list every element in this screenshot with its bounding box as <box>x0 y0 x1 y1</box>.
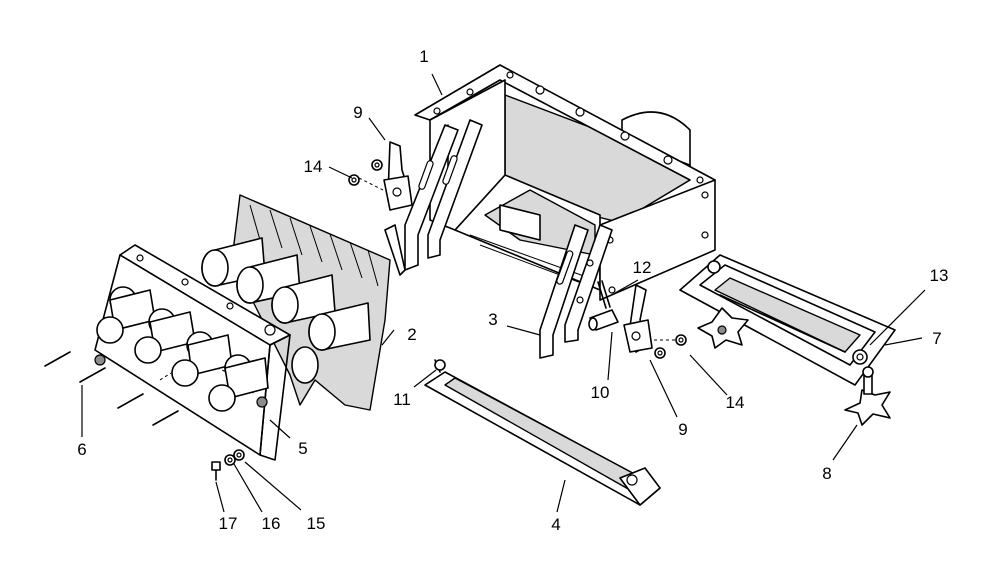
callout-7: 7 <box>932 329 941 348</box>
housing-part <box>414 64 716 301</box>
pin-part <box>597 280 611 309</box>
callout-12: 12 <box>633 258 652 277</box>
callout-16: 16 <box>262 514 281 533</box>
callout-6: 6 <box>77 440 86 459</box>
callout-9-lower: 9 <box>678 420 687 439</box>
callout-14-left: 14 <box>304 157 323 176</box>
callout-15: 15 <box>307 514 326 533</box>
callout-5: 5 <box>298 439 307 458</box>
callout-3: 3 <box>488 310 497 329</box>
roller-part <box>588 309 619 331</box>
pin-set-part <box>44 351 179 426</box>
nut-part <box>348 159 687 359</box>
star-knob-part <box>697 307 891 426</box>
callout-2: 2 <box>407 325 416 344</box>
cone-manifold-part <box>201 194 391 411</box>
callout-4: 4 <box>551 515 560 534</box>
side-bracket-part <box>384 119 613 359</box>
callout-labels: 1 2 3 4 5 6 7 8 9 9 10 11 12 13 14 14 15… <box>77 47 948 534</box>
callout-10: 10 <box>591 383 610 402</box>
callout-8: 8 <box>822 464 831 483</box>
callout-9-upper: 9 <box>353 103 362 122</box>
hardware-part <box>211 449 245 481</box>
callout-1: 1 <box>419 47 428 66</box>
callout-17: 17 <box>219 514 238 533</box>
outlet-frame-part <box>94 244 291 461</box>
callout-13: 13 <box>930 266 949 285</box>
callout-14-right: 14 <box>726 393 745 412</box>
callout-11: 11 <box>393 390 411 409</box>
lid-part <box>679 254 896 386</box>
leader-lines <box>81 73 926 513</box>
latch-part <box>383 141 653 353</box>
tray-part <box>424 359 661 506</box>
